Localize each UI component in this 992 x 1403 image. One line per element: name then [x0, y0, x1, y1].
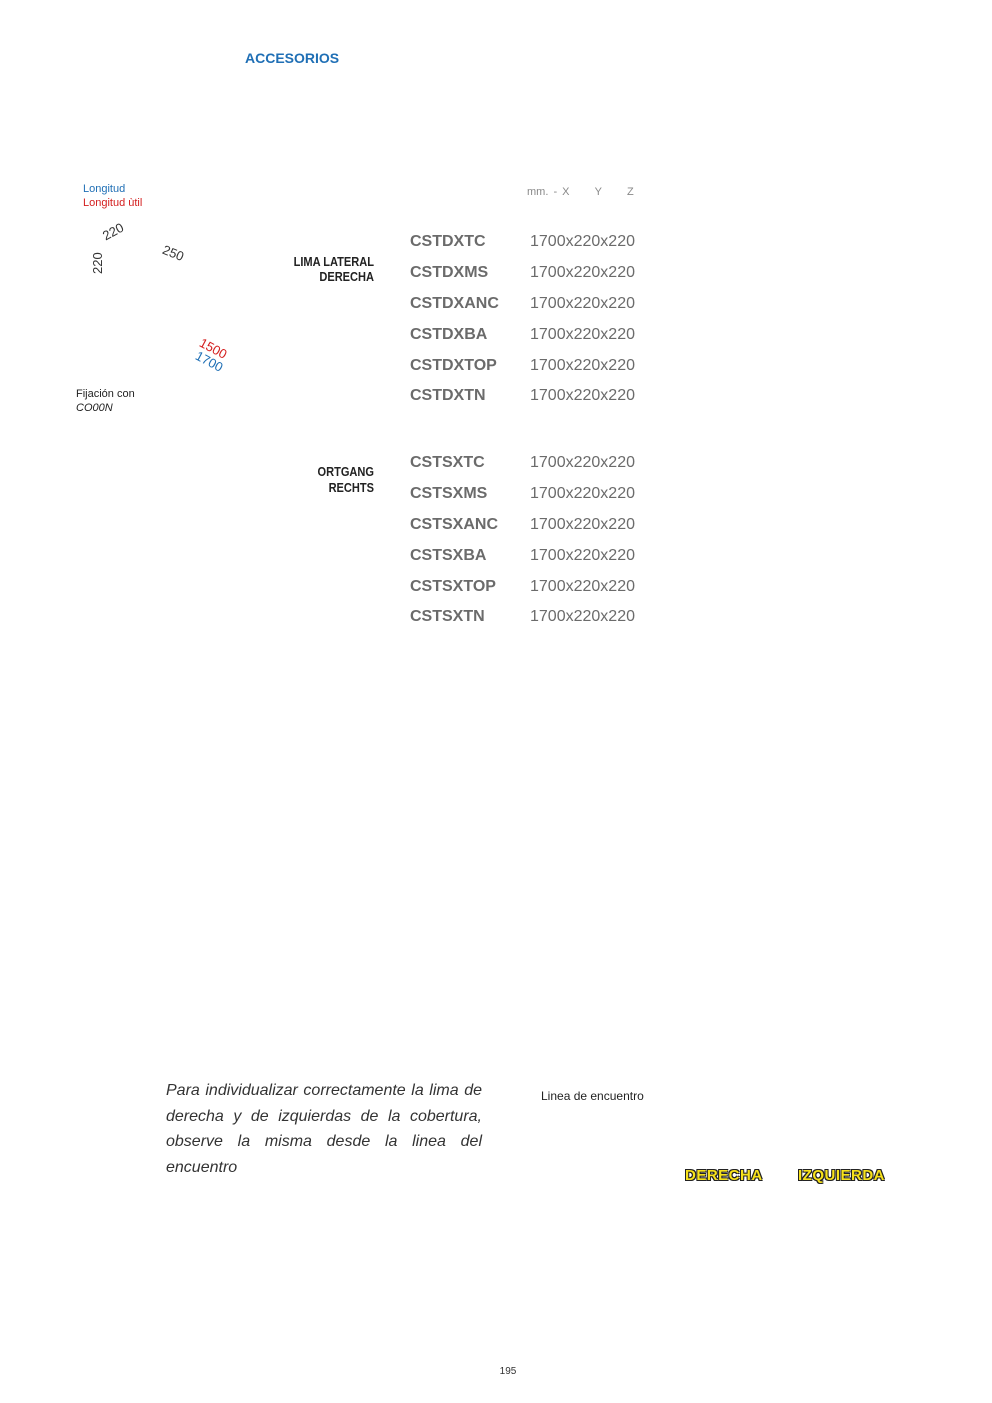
- product-size: 1700x220x220: [530, 515, 635, 533]
- product-row: CSTSXBA 1700x220x220: [410, 540, 710, 571]
- product-row: CSTDXANC 1700x220x220: [410, 289, 710, 320]
- product-code: CSTSXTN: [410, 608, 485, 626]
- dimension-overlap: 250: [160, 242, 187, 265]
- product-size: 1700x220x220: [530, 608, 635, 626]
- product-size: 1700x220x220: [530, 356, 635, 374]
- fixing-code: CO00N: [76, 402, 113, 414]
- product-row: CSTDXTOP 1700x220x220: [410, 350, 710, 381]
- product-size: 1700x220x220: [530, 233, 635, 251]
- product-list: CSTDXTC 1700x220x220 CSTDXMS 1700x220x22…: [410, 227, 710, 412]
- product-code: CSTSXANC: [410, 515, 499, 533]
- product-size: 1700x220x220: [530, 294, 635, 312]
- product-code: CSTDXTC: [410, 233, 486, 251]
- product-code: CSTDXBA: [410, 325, 488, 343]
- fixing-label: Fijación con: [76, 388, 135, 400]
- product-row: CSTDXBA 1700x220x220: [410, 319, 710, 350]
- product-row: CSTSXTOP 1700x220x220: [410, 571, 710, 602]
- group-title-line2: DERECHA: [319, 269, 374, 284]
- product-list: CSTSXTC 1700x220x220 CSTSXMS 1700x220x22…: [410, 448, 710, 633]
- product-size: 1700x220x220: [530, 577, 635, 595]
- dimension-width-a: 220: [100, 219, 127, 244]
- product-size: 1700x220x220: [530, 485, 635, 503]
- product-code: CSTSXBA: [410, 546, 487, 564]
- instruction-note: Para individualizar correctamente la lim…: [166, 1082, 482, 1176]
- units-header: mm. - X Y Z: [527, 186, 634, 198]
- product-row: CSTSXMS 1700x220x220: [410, 479, 710, 510]
- page-number: 195: [499, 1366, 517, 1377]
- left-side-label: IZQUIERDA: [798, 1167, 885, 1184]
- product-code: CSTDXTOP: [410, 356, 497, 374]
- product-code: CSTSXTC: [410, 454, 485, 472]
- product-row: CSTDXTN 1700x220x220: [410, 381, 710, 412]
- product-row: CSTSXTN 1700x220x220: [410, 602, 710, 633]
- product-size: 1700x220x220: [530, 454, 635, 472]
- product-size: 1700x220x220: [530, 325, 635, 343]
- legend-useful-length: Longitud ùtil: [83, 197, 143, 209]
- group-title-line1: ORTGANG: [317, 464, 374, 479]
- right-side-label: DERECHA: [685, 1167, 763, 1184]
- legend-length: Longitud: [83, 183, 126, 195]
- product-row: CSTDXTC 1700x220x220: [410, 227, 710, 258]
- meeting-line-label: Linea de encuentro: [541, 1089, 644, 1103]
- product-code: CSTDXMS: [410, 264, 489, 282]
- group-title-line1: LIMA LATERAL: [293, 254, 374, 269]
- group-title-line2: RECHTS: [328, 480, 374, 495]
- product-row: CSTSXANC 1700x220x220: [410, 510, 710, 541]
- product-size: 1700x220x220: [530, 264, 635, 282]
- product-row: CSTDXMS 1700x220x220: [410, 258, 710, 289]
- section-title: ACCESORIOS: [245, 50, 340, 66]
- product-code: CSTSXTOP: [410, 577, 496, 595]
- product-code: CSTDXANC: [410, 294, 499, 312]
- product-row: CSTSXTC 1700x220x220: [410, 448, 710, 479]
- product-code: CSTSXMS: [410, 485, 488, 503]
- dimension-width-b: 220: [90, 252, 105, 274]
- product-size: 1700x220x220: [530, 387, 635, 405]
- product-code: CSTDXTN: [410, 387, 486, 405]
- product-size: 1700x220x220: [530, 546, 635, 564]
